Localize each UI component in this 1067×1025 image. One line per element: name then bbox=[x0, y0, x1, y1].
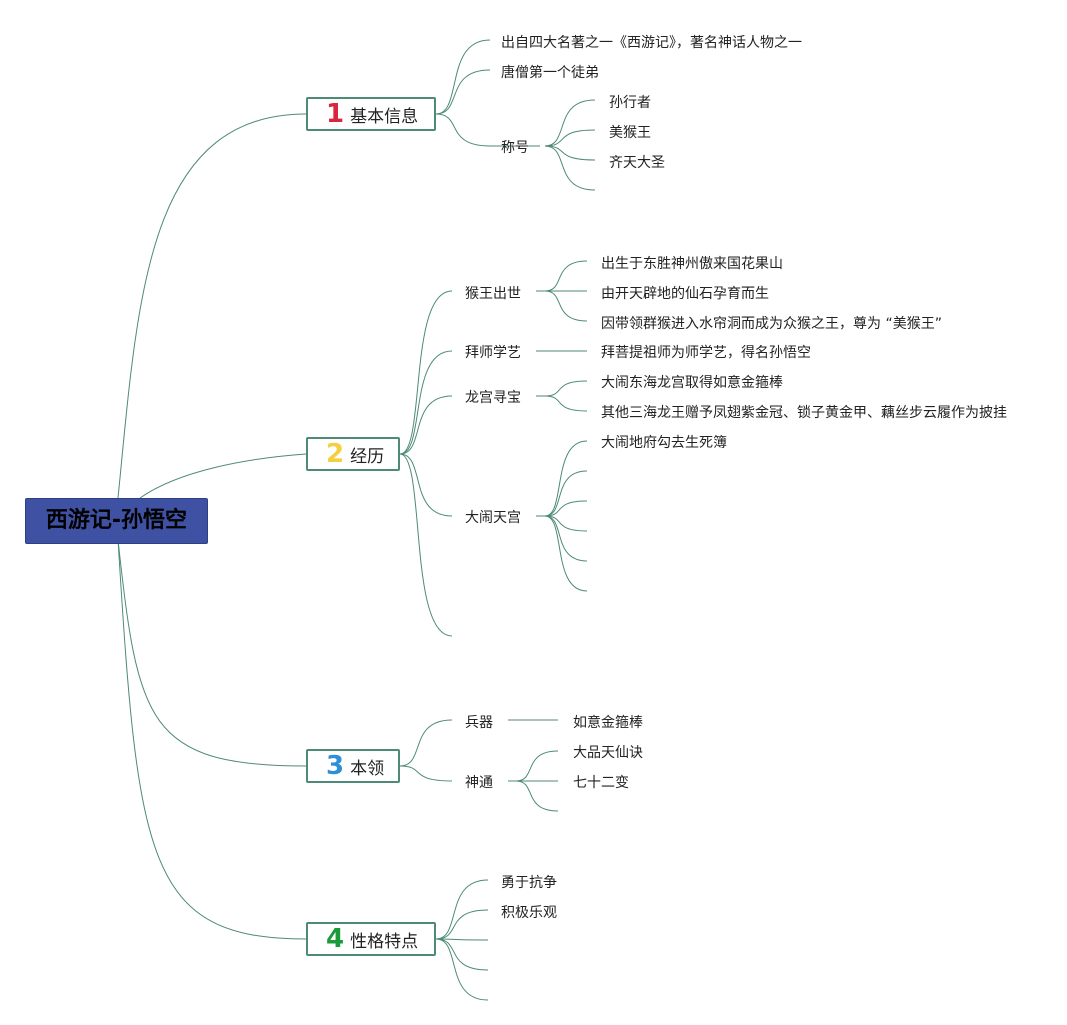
connector-line bbox=[544, 470, 588, 517]
connector-line bbox=[117, 539, 307, 767]
havoc-detail[interactable]: 大闹地府勾去生死簿 bbox=[601, 435, 727, 451]
connector-line bbox=[139, 453, 307, 499]
birth-detail[interactable]: 因带领群猴进入水帘洞而成为众猴之王，尊为 “美猴王” bbox=[601, 316, 942, 332]
trait-item[interactable]: 勇于抗争 bbox=[501, 875, 557, 891]
connector-line bbox=[544, 129, 596, 147]
connector-line bbox=[399, 395, 453, 455]
connector-line bbox=[544, 440, 588, 517]
apprentice-detail[interactable]: 拜菩提祖师为师学艺，得名孙悟空 bbox=[601, 345, 811, 361]
title-item[interactable]: 齐天大圣 bbox=[609, 155, 665, 171]
number-1-icon: 1 bbox=[326, 99, 345, 129]
branch-experience[interactable]: 2 经历 bbox=[306, 437, 400, 471]
connector-line bbox=[544, 290, 588, 322]
branch-basic-info[interactable]: 1 基本信息 bbox=[306, 97, 436, 131]
connector-line bbox=[435, 909, 489, 940]
connector-line bbox=[544, 145, 596, 161]
connector-line bbox=[544, 515, 588, 592]
connector-line bbox=[117, 113, 307, 499]
connector-line bbox=[515, 780, 559, 812]
connector-line bbox=[435, 39, 491, 115]
connector-line bbox=[399, 290, 453, 455]
connector-line bbox=[399, 453, 453, 637]
connector-line bbox=[435, 938, 489, 1001]
weapon-detail[interactable]: 如意金箍棒 bbox=[573, 715, 643, 731]
topic-weapon[interactable]: 兵器 bbox=[465, 715, 493, 731]
connector-line bbox=[544, 515, 588, 532]
topic-titles[interactable]: 称号 bbox=[501, 140, 529, 156]
connector-line bbox=[435, 69, 491, 115]
connector-line bbox=[117, 539, 307, 940]
topic-dragon-palace[interactable]: 龙宫寻宝 bbox=[465, 390, 521, 406]
connector-line bbox=[399, 719, 453, 767]
trait-item[interactable]: 积极乐观 bbox=[501, 905, 557, 921]
connector-line bbox=[544, 260, 588, 292]
power-item[interactable]: 七十二变 bbox=[573, 775, 629, 791]
connector-line bbox=[435, 938, 489, 941]
topic-birth[interactable]: 猴王出世 bbox=[465, 286, 521, 302]
topic-havoc-heaven[interactable]: 大闹天宫 bbox=[465, 510, 521, 526]
connector-line bbox=[435, 113, 491, 147]
connector-line bbox=[399, 350, 453, 455]
connector-line bbox=[515, 750, 559, 782]
birth-detail[interactable]: 出生于东胜神州傲来国花果山 bbox=[601, 256, 783, 272]
branch-label: 经历 bbox=[350, 446, 385, 467]
connector-line bbox=[544, 395, 588, 412]
branch-label: 本领 bbox=[350, 758, 385, 779]
connector-line bbox=[544, 145, 596, 191]
branch-label: 基本信息 bbox=[350, 106, 419, 127]
topic-powers[interactable]: 神通 bbox=[465, 775, 493, 791]
connector-line bbox=[544, 99, 596, 147]
connector-line bbox=[435, 879, 489, 940]
topic-apprentice[interactable]: 拜师学艺 bbox=[465, 345, 521, 361]
branch-label: 性格特点 bbox=[350, 931, 419, 952]
branch-personality[interactable]: 4 性格特点 bbox=[306, 922, 436, 956]
connector-line bbox=[399, 453, 453, 517]
dragon-palace-detail[interactable]: 大闹东海龙宫取得如意金箍棒 bbox=[601, 375, 783, 391]
connector-line bbox=[435, 938, 489, 971]
topic-first-disciple[interactable]: 唐僧第一个徒弟 bbox=[501, 65, 599, 81]
connector-line bbox=[544, 380, 588, 397]
root-topic[interactable]: 西游记-孙悟空 bbox=[25, 498, 208, 544]
number-4-icon: 4 bbox=[326, 924, 345, 954]
connector-line bbox=[544, 500, 588, 517]
connector-line bbox=[544, 515, 588, 562]
dragon-palace-detail[interactable]: 其他三海龙王赠予凤翅紫金冠、锁子黄金甲、藕丝步云履作为披挂 bbox=[601, 405, 1007, 421]
topic-origin[interactable]: 出自四大名著之一《西游记》，著名神话人物之一 bbox=[501, 35, 802, 51]
birth-detail[interactable]: 由开天辟地的仙石孕育而生 bbox=[601, 286, 769, 302]
title-item[interactable]: 美猴王 bbox=[609, 125, 651, 141]
connector-line bbox=[399, 765, 453, 782]
title-item[interactable]: 孙行者 bbox=[609, 95, 651, 111]
number-2-icon: 2 bbox=[326, 439, 345, 469]
power-item[interactable]: 大品天仙诀 bbox=[573, 745, 643, 761]
branch-abilities[interactable]: 3 本领 bbox=[306, 749, 400, 783]
number-3-icon: 3 bbox=[326, 751, 345, 781]
